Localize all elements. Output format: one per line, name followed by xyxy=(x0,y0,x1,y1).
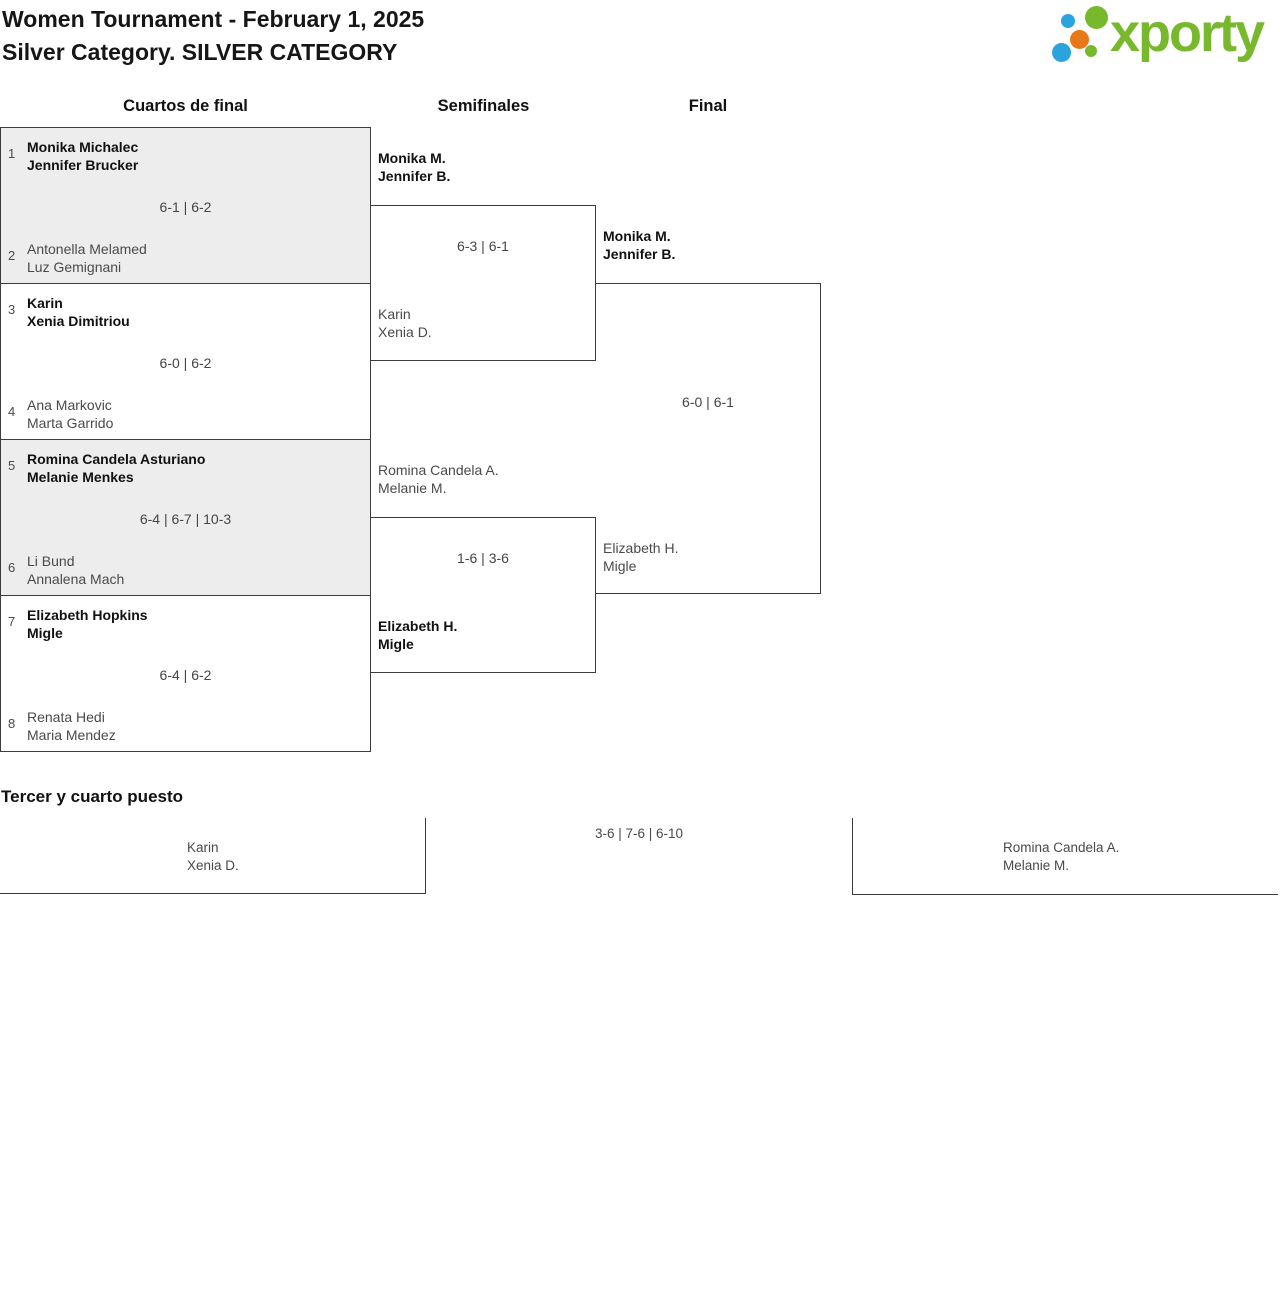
logo-wordmark: xporty xyxy=(1110,3,1265,63)
column-header-quarterfinals: Cuartos de final xyxy=(123,97,248,115)
player-name: Monika M. xyxy=(378,150,446,166)
player-name: Karin xyxy=(378,306,411,322)
player-name: Karin xyxy=(187,840,219,855)
match-score: 6-0 | 6-2 xyxy=(159,355,212,371)
team-pair: Renata Hedi Maria Mendez xyxy=(27,708,116,744)
team-pair: Romina Candela A. Melanie M. xyxy=(1003,839,1119,874)
seed-number: 5 xyxy=(8,458,16,473)
player-name: Li Bund xyxy=(27,553,75,569)
tournament-category: Silver Category. SILVER CATEGORY xyxy=(2,39,398,65)
seed-number: 6 xyxy=(8,560,16,575)
player-name: Migle xyxy=(378,636,414,652)
team-pair: Antonella Melamed Luz Gemignani xyxy=(27,240,147,276)
match-score: 3-6 | 7-6 | 6-10 xyxy=(594,826,684,841)
third-place-right-slot[interactable] xyxy=(852,818,1278,895)
column-header-semifinals: Semifinales xyxy=(437,97,530,115)
team-pair: Karin Xenia D. xyxy=(378,305,432,341)
team-pair: Romina Candela A. Melanie M. xyxy=(378,461,499,497)
player-name: Antonella Melamed xyxy=(27,241,147,257)
match-score: 6-1 | 6-2 xyxy=(159,199,212,215)
player-name: Maria Mendez xyxy=(27,727,116,743)
player-name: Monika M. xyxy=(603,228,671,244)
match-score: 6-4 | 6-2 xyxy=(159,667,212,683)
player-name: Melanie Menkes xyxy=(27,469,134,485)
team-pair: Elizabeth H. Migle xyxy=(603,539,678,575)
tournament-title: Women Tournament - February 1, 2025 xyxy=(2,6,425,32)
logo-dot-blue-large xyxy=(1052,43,1071,62)
team-pair: Monika M. Jennifer B. xyxy=(378,149,450,185)
team-pair: Ana Markovic Marta Garrido xyxy=(27,396,113,432)
player-name: Luz Gemignani xyxy=(27,259,122,275)
player-name: Karin xyxy=(27,295,63,311)
player-name: Romina Candela A. xyxy=(378,462,499,478)
player-name: Migle xyxy=(27,625,63,641)
logo-dot-green-small xyxy=(1085,45,1097,57)
player-name: Ana Markovic xyxy=(27,397,112,413)
page-title: Women Tournament - February 1, 2025 Silv… xyxy=(2,3,424,69)
seed-number: 2 xyxy=(8,248,16,263)
player-name: Xenia D. xyxy=(187,857,239,873)
quarterfinal-match-2[interactable]: 3 Karin Xenia Dimitriou 6-0 | 6-2 4 Ana … xyxy=(0,283,371,440)
player-name: Xenia Dimitriou xyxy=(27,313,130,329)
player-name: Romina Candela Asturiano xyxy=(27,451,206,467)
semifinal-match-2[interactable] xyxy=(370,517,596,673)
player-name: Jennifer B. xyxy=(603,246,676,262)
team-pair: Karin Xenia Dimitriou xyxy=(27,294,130,330)
player-name: Elizabeth Hopkins xyxy=(27,607,148,623)
seed-number: 7 xyxy=(8,614,16,629)
third-place-heading: Tercer y cuarto puesto xyxy=(1,787,184,806)
player-name: Jennifer B. xyxy=(378,168,451,184)
player-name: Elizabeth H. xyxy=(378,618,458,634)
logo-dot-green-large xyxy=(1085,6,1108,29)
player-name: Monika Michalec xyxy=(27,139,139,155)
quarterfinal-match-4[interactable]: 7 Elizabeth Hopkins Migle 6-4 | 6-2 8 Re… xyxy=(0,595,371,752)
quarterfinal-match-3[interactable]: 5 Romina Candela Asturiano Melanie Menke… xyxy=(0,439,371,596)
player-name: Melanie M. xyxy=(1003,857,1070,873)
player-name: Annalena Mach xyxy=(27,571,125,587)
seed-number: 8 xyxy=(8,716,16,731)
player-name: Marta Garrido xyxy=(27,415,114,431)
player-name: Elizabeth H. xyxy=(603,540,679,556)
logo-dot-orange xyxy=(1070,30,1089,49)
match-score: 6-4 | 6-7 | 10-3 xyxy=(139,511,232,527)
logo-dot-blue-small xyxy=(1061,14,1075,28)
match-score: 6-0 | 6-1 xyxy=(682,394,734,410)
column-header-final: Final xyxy=(688,97,728,115)
match-score: 1-6 | 3-6 xyxy=(457,550,509,566)
seed-number: 3 xyxy=(8,302,16,317)
quarterfinal-match-1[interactable]: 1 Monika Michalec Jennifer Brucker 6-1 |… xyxy=(0,127,371,284)
final-match[interactable] xyxy=(595,283,821,594)
team-pair: Karin Xenia D. xyxy=(187,839,239,874)
seed-number: 1 xyxy=(8,146,16,161)
player-name: Xenia D. xyxy=(378,324,432,340)
team-pair: Monika M. Jennifer B. xyxy=(603,227,675,263)
player-name: Migle xyxy=(603,558,637,574)
player-name: Melanie M. xyxy=(378,480,447,496)
team-pair: Li Bund Annalena Mach xyxy=(27,552,124,588)
team-pair: Elizabeth H. Migle xyxy=(378,617,457,653)
player-name: Renata Hedi xyxy=(27,709,105,725)
team-pair: Romina Candela Asturiano Melanie Menkes xyxy=(27,450,205,486)
player-name: Romina Candela A. xyxy=(1003,840,1120,855)
match-score: 6-3 | 6-1 xyxy=(457,238,509,254)
seed-number: 4 xyxy=(8,404,16,419)
team-pair: Elizabeth Hopkins Migle xyxy=(27,606,148,642)
player-name: Jennifer Brucker xyxy=(27,157,139,173)
third-place-left-slot[interactable] xyxy=(0,818,426,894)
team-pair: Monika Michalec Jennifer Brucker xyxy=(27,138,138,174)
